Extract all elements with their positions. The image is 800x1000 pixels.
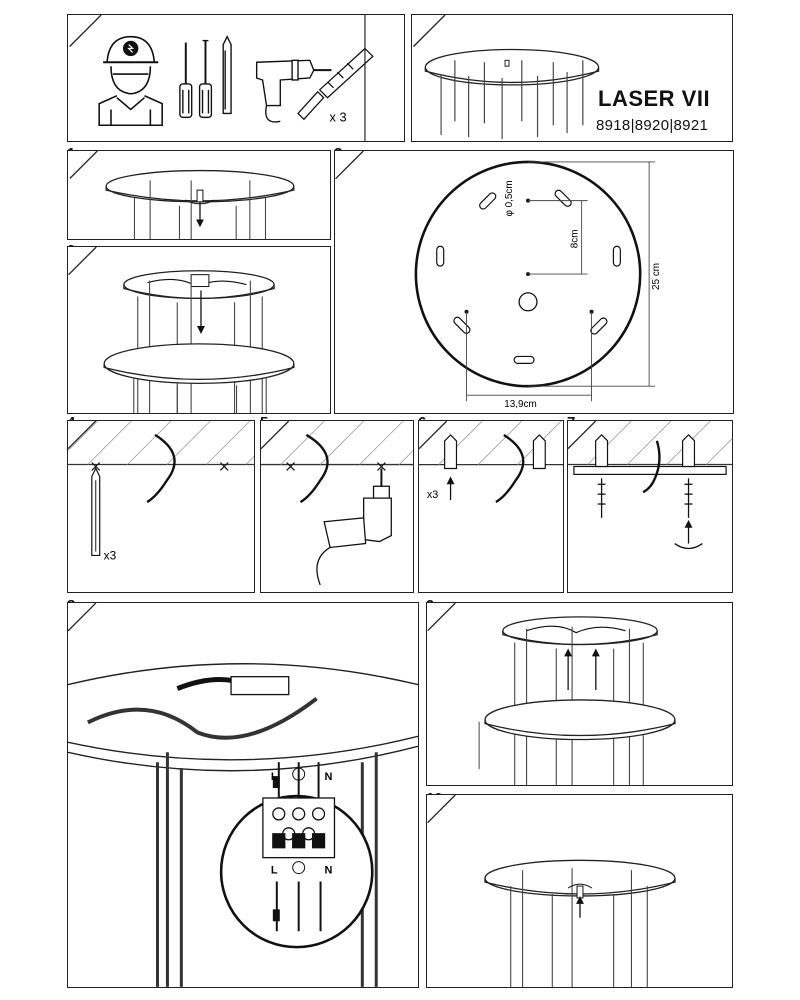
- ceiling-plate-template: φ 0,5cm 8cm 25 cm 13,9cm: [335, 151, 662, 410]
- step-6-count: x3: [427, 489, 438, 501]
- diameter-label: 25 cm: [651, 263, 662, 290]
- step-3-panel: φ 0,5cm 8cm 25 cm 13,9cm: [334, 150, 734, 414]
- step-4-count: x3: [104, 548, 117, 562]
- tools-illustration: x 3: [69, 15, 374, 141]
- step-7-panel: [567, 420, 733, 593]
- terminal-neutral-top: N: [325, 771, 333, 783]
- step-5-panel: [260, 420, 414, 593]
- step-10-illustration: [427, 795, 676, 987]
- wall-plug-icon: [297, 47, 374, 121]
- step-1-panel: [67, 150, 331, 240]
- step-6-panel: x3: [418, 420, 564, 593]
- step-5-illustration: [261, 421, 413, 586]
- step-7-illustration: [568, 421, 732, 550]
- terminal-live-bottom: L: [271, 865, 278, 877]
- cable-hole: [518, 292, 538, 312]
- mounting-slots: [436, 189, 621, 364]
- step-8-panel: L N L N: [67, 602, 419, 988]
- span-label: 13,9cm: [504, 399, 537, 410]
- inner-distance-label: 8cm: [570, 230, 581, 249]
- screwdriver-icon: [179, 35, 232, 119]
- tools-panel: x 3: [67, 14, 405, 142]
- product-codes: 8918|8920|8921: [596, 117, 709, 134]
- step-4-panel: x3: [67, 420, 255, 593]
- drill-icon: [255, 59, 332, 123]
- wiring-illustration: L N L N: [68, 603, 418, 987]
- hole-diameter-label: φ 0,5cm: [504, 180, 515, 216]
- electrician-icon: [98, 35, 163, 127]
- earth-icon: [292, 861, 306, 875]
- lamp-overview: [413, 15, 600, 140]
- product-panel: [411, 14, 733, 142]
- step-10-panel: [426, 794, 733, 988]
- step-6-illustration: x3: [419, 421, 563, 504]
- step-2-illustration: [68, 247, 295, 413]
- terminal-block: [262, 797, 336, 859]
- step-9-illustration: [427, 603, 676, 785]
- tools-count: x 3: [330, 109, 347, 124]
- step-1-illustration: [69, 151, 295, 239]
- terminal-live-top: L: [271, 771, 278, 783]
- drill-icon: [316, 468, 392, 586]
- rotate-icon: [674, 543, 703, 550]
- earth-icon: [292, 767, 306, 781]
- step-2-panel: [67, 246, 331, 414]
- product-title: LASER VII: [598, 86, 711, 111]
- terminal-neutral-bottom: N: [325, 865, 333, 877]
- step-4-illustration: x3: [68, 421, 254, 562]
- step-9-panel: [426, 602, 733, 786]
